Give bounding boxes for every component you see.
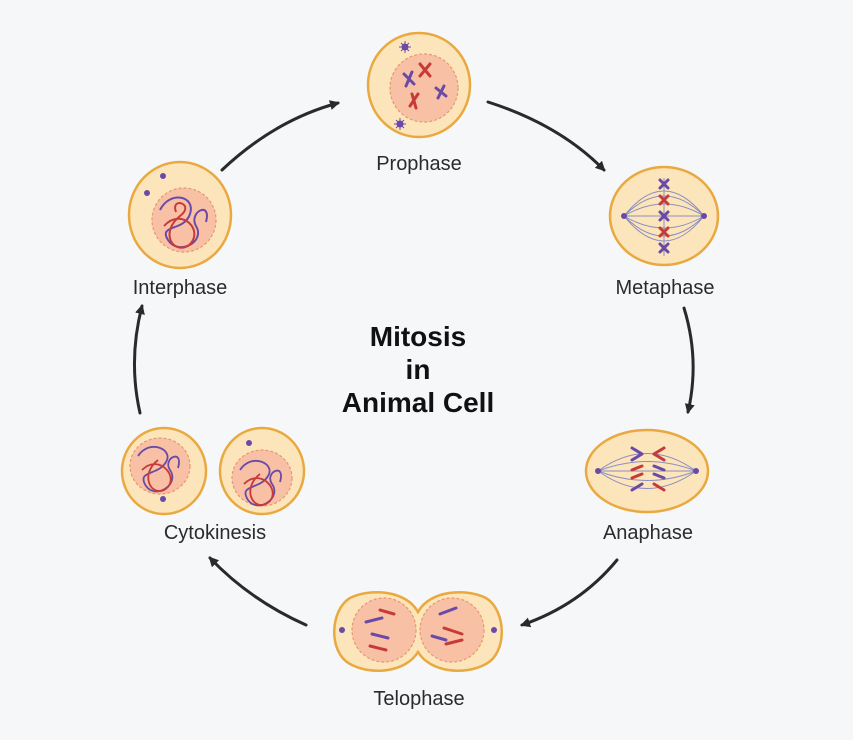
metaphase-cell (608, 165, 720, 267)
title-line-1: Mitosis (369, 321, 467, 352)
arrow-telophase-to-cytokinesis (208, 556, 308, 627)
diagram-title: Mitosis in Animal Cell (342, 320, 494, 419)
label-metaphase: Metaphase (615, 277, 715, 299)
spindle-fibers (597, 453, 697, 489)
title-line-3: Animal Cell (341, 387, 495, 418)
arrow-anaphase-to-telophase (520, 558, 619, 628)
cycle-arrows (132, 100, 695, 628)
chromosomes (364, 606, 464, 652)
label-prophase: Prophase (376, 153, 462, 175)
centrosome (394, 41, 411, 130)
arrow-prophase-to-metaphase (486, 100, 606, 172)
label-telophase: Telophase (373, 688, 465, 710)
label-anaphase: Anaphase (602, 522, 694, 544)
prophase-cell (366, 31, 472, 139)
anaphase-cell (584, 428, 710, 514)
cytokinesis-cells (120, 426, 306, 516)
label-cytokinesis: Cytokinesis (163, 522, 267, 544)
interphase-cell (127, 160, 233, 270)
title-line-2: in (405, 354, 431, 385)
label-interphase: Interphase (132, 277, 228, 299)
chromosomes (630, 446, 666, 492)
telophase-cell (333, 591, 503, 672)
chromosomes (658, 178, 670, 254)
chromosomes (402, 62, 448, 110)
arrow-metaphase-to-anaphase (682, 306, 695, 414)
arrow-cytokinesis-to-interphase (132, 304, 145, 415)
arrow-interphase-to-prophase (220, 100, 340, 172)
